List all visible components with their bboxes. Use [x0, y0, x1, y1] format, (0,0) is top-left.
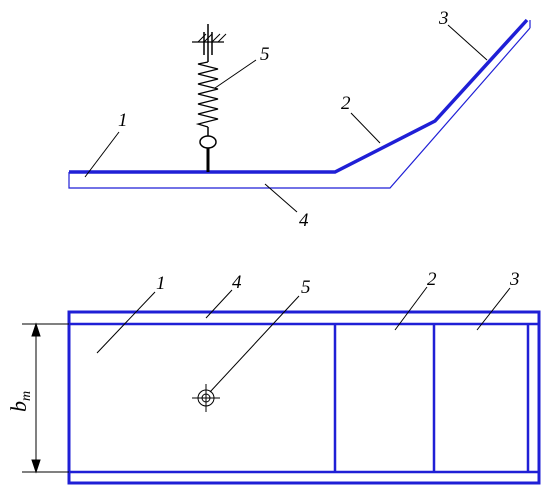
dimension-bm-label: bm	[6, 391, 34, 412]
side-view: 1 4 2 3 5	[68, 8, 531, 231]
side-label-part3: 3	[438, 8, 449, 29]
dimension-bm	[22, 322, 69, 474]
side-label-part1: 1	[118, 110, 128, 131]
dimension-subscript: m	[19, 391, 34, 401]
side-label-part5: 5	[260, 44, 270, 65]
side-blade-top-surface	[69, 18, 529, 174]
side-leader-lines	[84, 24, 488, 213]
side-label-part4: 4	[299, 210, 309, 231]
top-outer-frame	[67, 310, 541, 485]
spring-assembly	[192, 24, 227, 172]
top-label-part4: 4	[232, 272, 242, 293]
top-view: bm 1 4 5 2 3	[6, 269, 541, 485]
top-label-part1: 1	[156, 273, 166, 294]
top-label-part5: 5	[301, 277, 311, 298]
top-label-part2: 2	[427, 269, 437, 290]
side-blade-outline	[68, 20, 531, 189]
side-label-part2: 2	[341, 93, 351, 114]
mount-point-symbol	[192, 384, 220, 412]
top-leader-lines	[96, 286, 511, 393]
dimension-symbol: b	[6, 401, 31, 412]
top-label-part3: 3	[509, 269, 520, 290]
